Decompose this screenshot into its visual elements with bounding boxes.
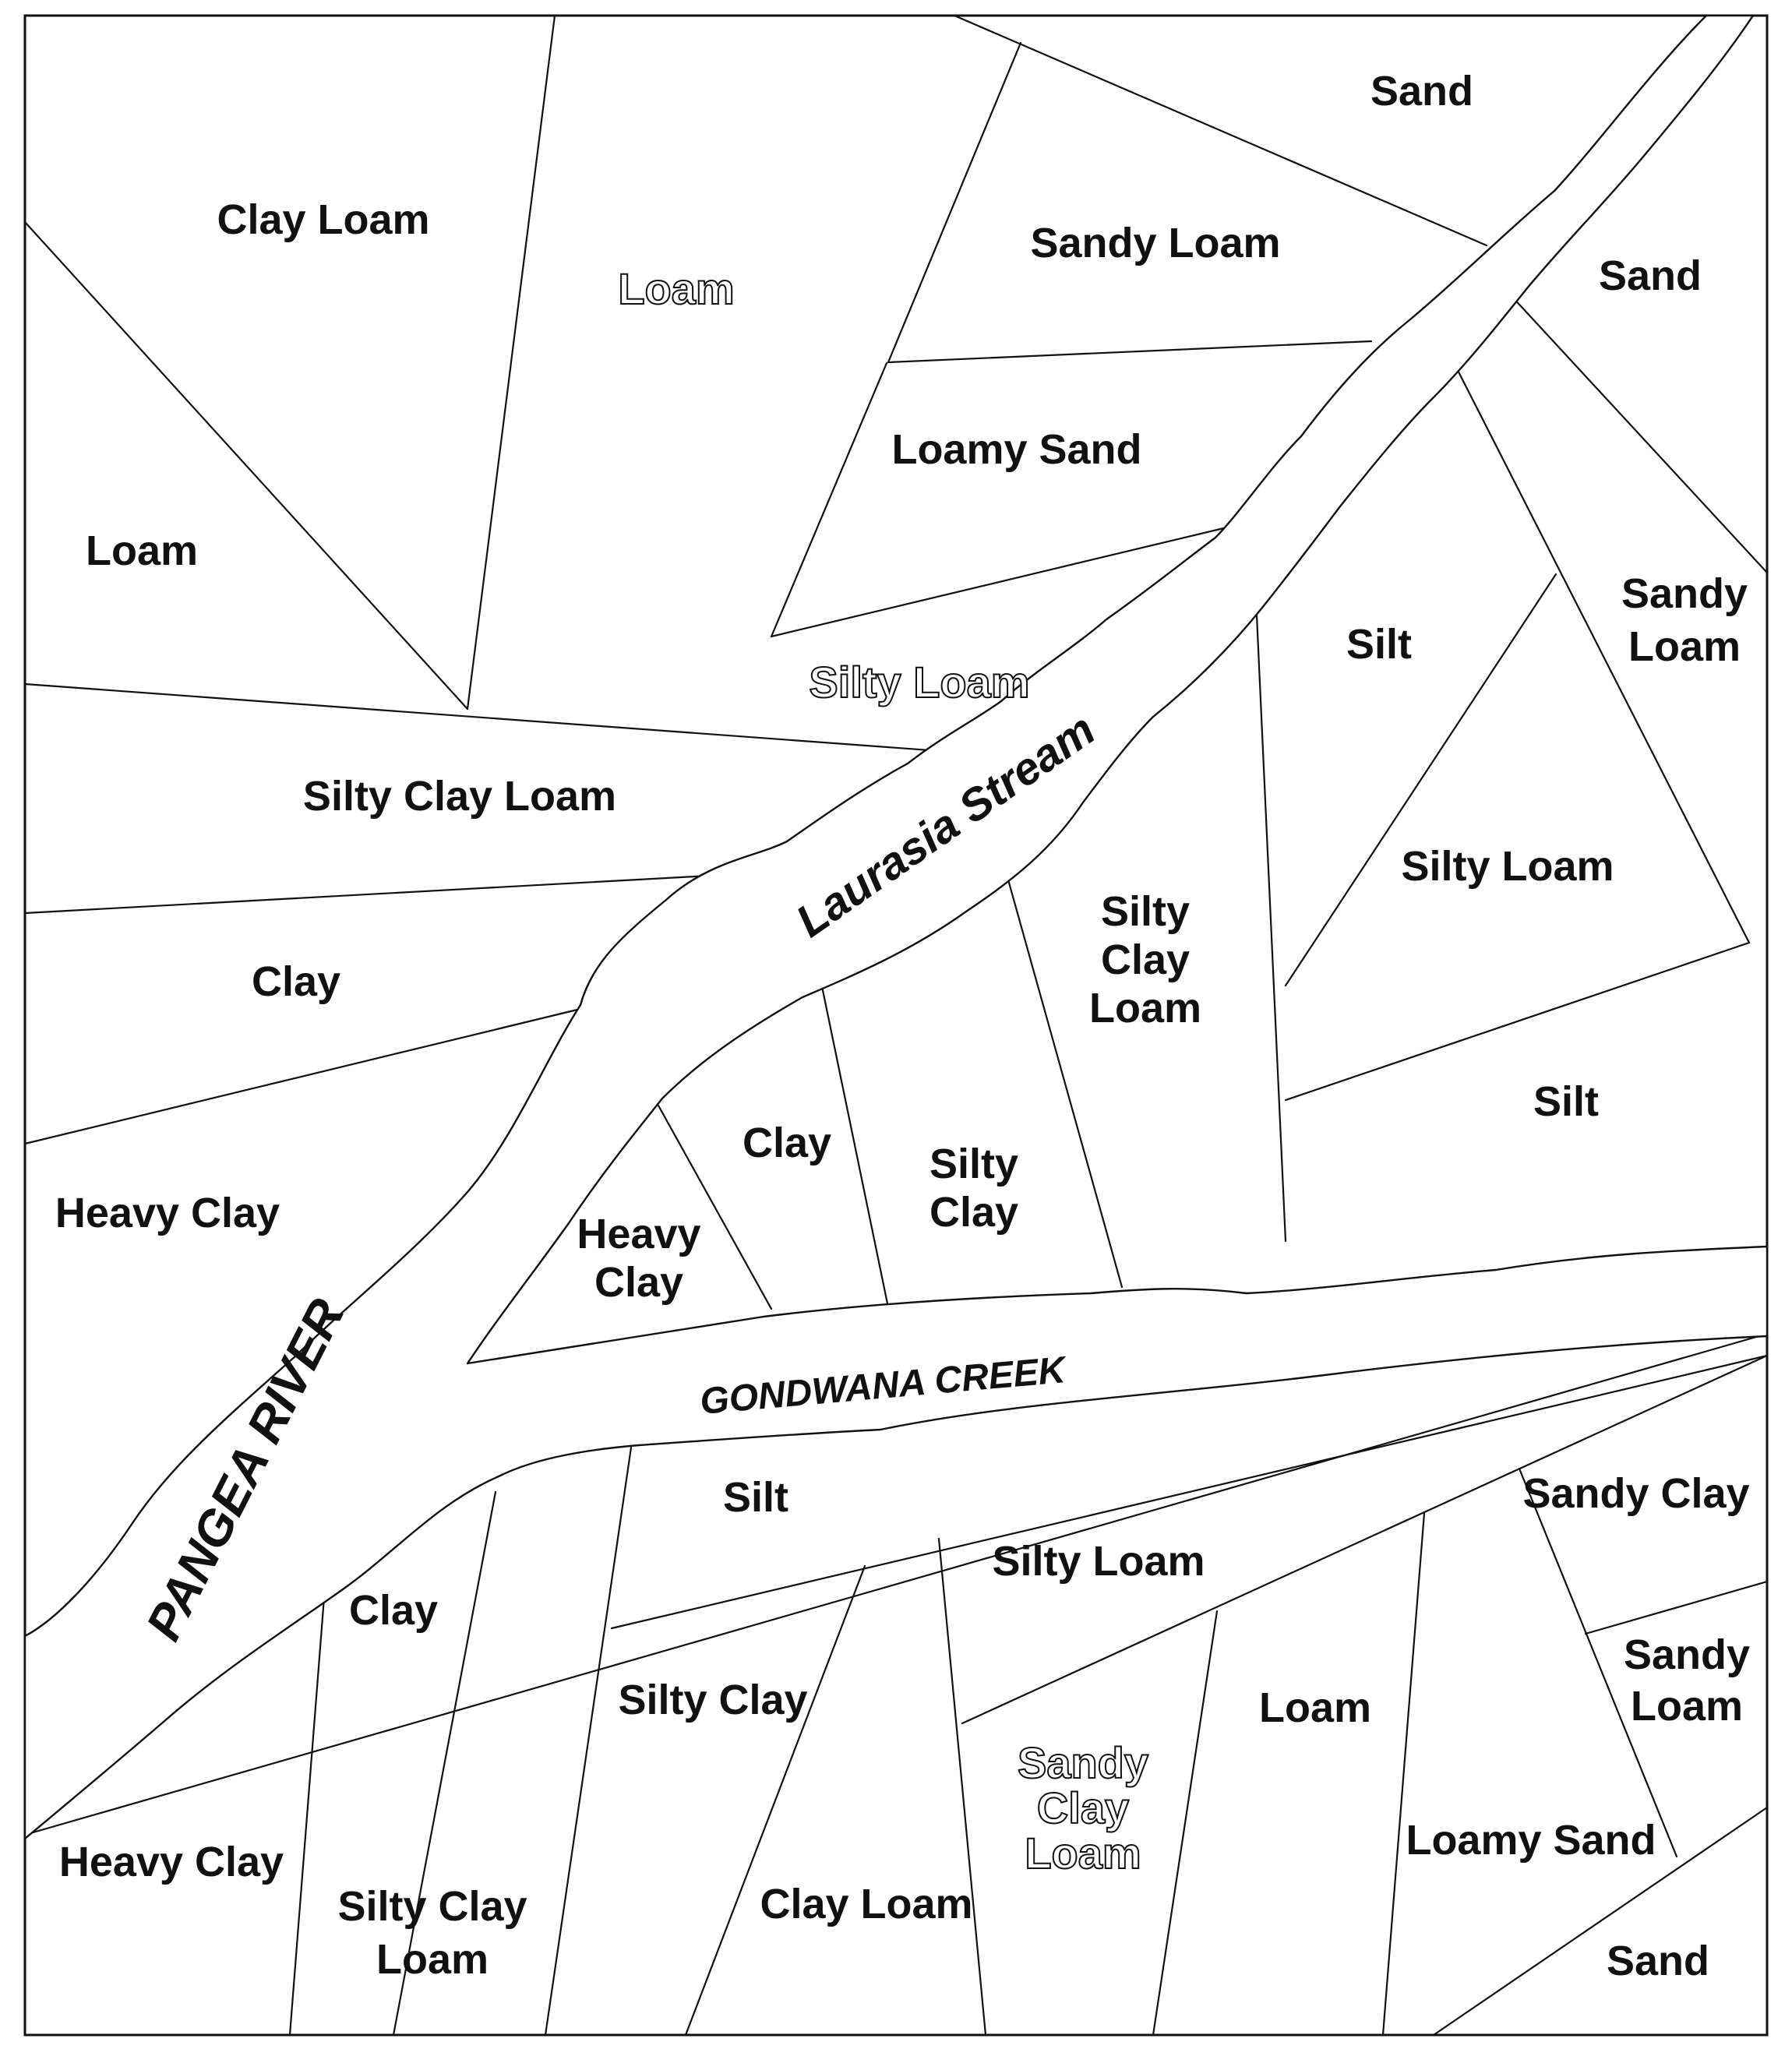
- soil-label: Sand: [1599, 252, 1702, 299]
- soil-label: Clay: [349, 1587, 438, 1634]
- soil-label: Heavy Clay: [59, 1839, 284, 1885]
- laurasia-stream: [23, 14, 1769, 1840]
- region-boundaries: [23, 14, 1769, 2037]
- soil-label: Silty Clay Loam: [303, 773, 616, 820]
- soil-label: Silty Loam: [809, 658, 1029, 707]
- soil-label: Loam: [1259, 1684, 1371, 1731]
- soil-label: Loam: [86, 527, 198, 574]
- soil-label: Clay: [252, 958, 340, 1005]
- soil-label: Silty Loam: [1401, 843, 1614, 890]
- soil-label: Silt: [1533, 1078, 1599, 1125]
- soil-label: Sandy Loam: [1030, 220, 1280, 266]
- soil-label: Sandy Clay: [1522, 1470, 1749, 1517]
- map-border: [23, 14, 1769, 2037]
- soil-label: Clay Loam: [760, 1881, 972, 1927]
- soil-label: Silty Loam: [992, 1538, 1205, 1585]
- soil-label: Clay: [743, 1120, 831, 1166]
- soil-label: Loam: [618, 264, 734, 313]
- soil-label: Loamy Sand: [891, 426, 1141, 473]
- soil-label: Silt: [1346, 621, 1412, 668]
- soil-label: Silty Clay: [618, 1677, 807, 1723]
- soil-label: Sand: [1607, 1938, 1709, 1984]
- soil-label: Loamy Sand: [1406, 1817, 1656, 1864]
- soil-label: Sand: [1370, 68, 1473, 115]
- soil-label: Heavy Clay: [55, 1190, 280, 1236]
- soil-label: Silt: [723, 1474, 788, 1521]
- soil-label: Clay Loam: [217, 196, 429, 243]
- soil-labels: Clay Loam Loam Sand Sandy Loam Sand Loam…: [55, 68, 1750, 1984]
